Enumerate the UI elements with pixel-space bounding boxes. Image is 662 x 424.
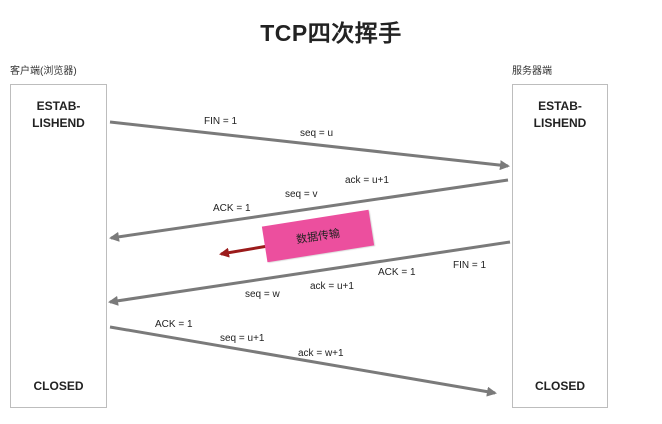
server-lane: ESTAB- LISHEND CLOSED xyxy=(512,84,608,408)
msg3-label-ack-flag: ACK = 1 xyxy=(378,267,416,278)
server-state-established-line1: ESTAB- xyxy=(538,99,582,113)
msg2-label-ack: ack = u+1 xyxy=(345,175,389,186)
data-transfer-arrow xyxy=(219,244,269,258)
msg3-label-fin: FIN = 1 xyxy=(453,260,487,271)
ack-arrow-server-to-client xyxy=(109,178,509,242)
diagram-title: TCP四次挥手 xyxy=(260,20,402,46)
client-state-established-line1: ESTAB- xyxy=(36,99,81,113)
msg4-label-ack-flag: ACK = 1 xyxy=(155,319,193,330)
fin-arrow-server-to-client xyxy=(108,240,511,306)
ack-arrow-client-to-server xyxy=(109,325,497,397)
client-state-established-line2: LISHEND xyxy=(32,116,85,130)
msg2-label-ack-flag: ACK = 1 xyxy=(213,203,251,214)
msg3-label-ack: ack = u+1 xyxy=(310,281,354,292)
server-label: 服务器端 xyxy=(512,66,552,77)
server-state-established: ESTAB- LISHEND xyxy=(513,98,607,132)
msg4-label-seq: seq = u+1 xyxy=(220,333,265,344)
server-state-established-line2: LISHEND xyxy=(533,116,587,130)
data-transfer-label: 数据传输 xyxy=(295,227,341,247)
client-lane: ESTAB- LISHEND CLOSED xyxy=(10,84,107,408)
msg1-label-fin: FIN = 1 xyxy=(204,116,238,127)
msg1-label-seq: seq = u xyxy=(300,128,333,139)
client-state-established: ESTAB- LISHEND xyxy=(11,98,106,132)
msg3-label-seq: seq = w xyxy=(245,289,281,300)
msg2-label-seq: seq = v xyxy=(285,189,318,200)
client-state-closed: CLOSED xyxy=(33,379,84,393)
fin-arrow-client-to-server xyxy=(109,120,510,171)
msg4-label-ack: ack = w+1 xyxy=(298,348,344,359)
client-label: 客户端(浏览器) xyxy=(10,66,77,77)
server-state-closed: CLOSED xyxy=(534,379,585,393)
